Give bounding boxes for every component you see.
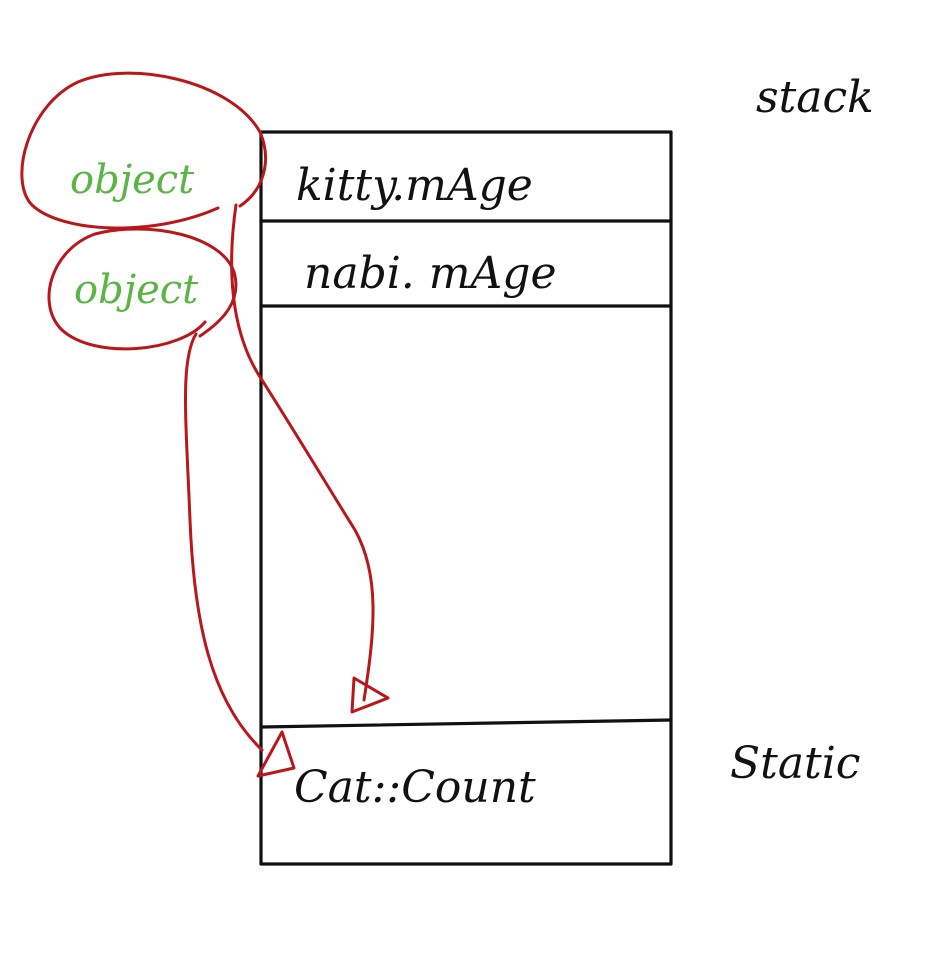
- pointer-first-object: [230, 203, 375, 702]
- object-label-second: object: [74, 267, 199, 313]
- cell-cat-count: Cat::Count: [294, 762, 536, 813]
- separator-stack-static: [259, 718, 673, 729]
- object-bubble-second: [47, 227, 238, 351]
- static-label: Static: [730, 738, 860, 789]
- pointer-second-object: [184, 332, 264, 752]
- cell-kitty-mage: kitty.mAge: [296, 160, 533, 211]
- arrowhead-second-object: [256, 730, 296, 778]
- stack-label: stack: [756, 72, 874, 123]
- cell-nabi-mage: nabi. mAge: [304, 248, 556, 299]
- object-bubble-first: [20, 71, 268, 230]
- object-label-first: object: [70, 157, 195, 203]
- arrowhead-first-object: [350, 676, 390, 714]
- memory-column: [259, 130, 673, 866]
